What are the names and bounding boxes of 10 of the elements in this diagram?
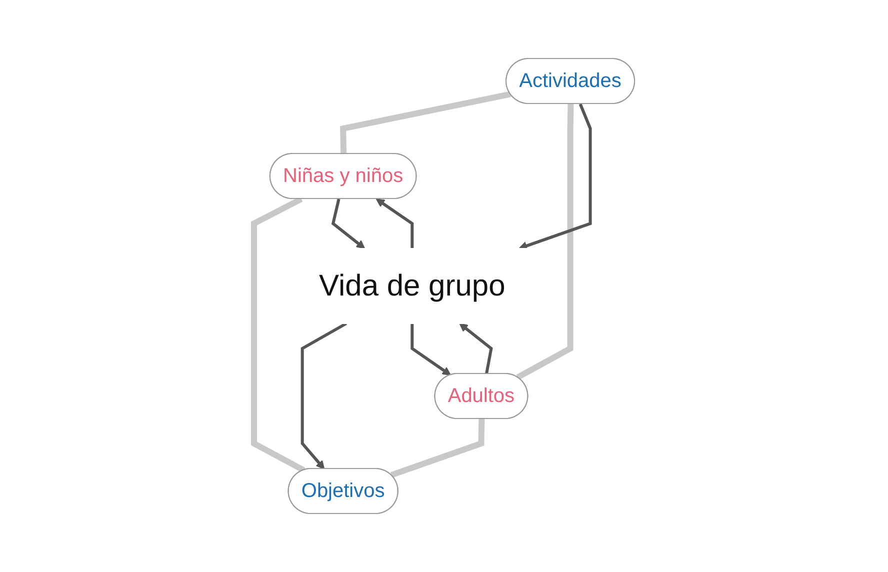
arrow — [331, 198, 365, 249]
arrow — [300, 322, 347, 470]
arrow — [518, 103, 592, 250]
arrow — [458, 323, 493, 374]
connector — [340, 91, 511, 154]
connector — [516, 104, 574, 380]
arrow — [410, 324, 451, 376]
arrow — [376, 198, 414, 248]
node-text: Vida de grupo — [318, 270, 506, 302]
connector — [390, 418, 484, 478]
